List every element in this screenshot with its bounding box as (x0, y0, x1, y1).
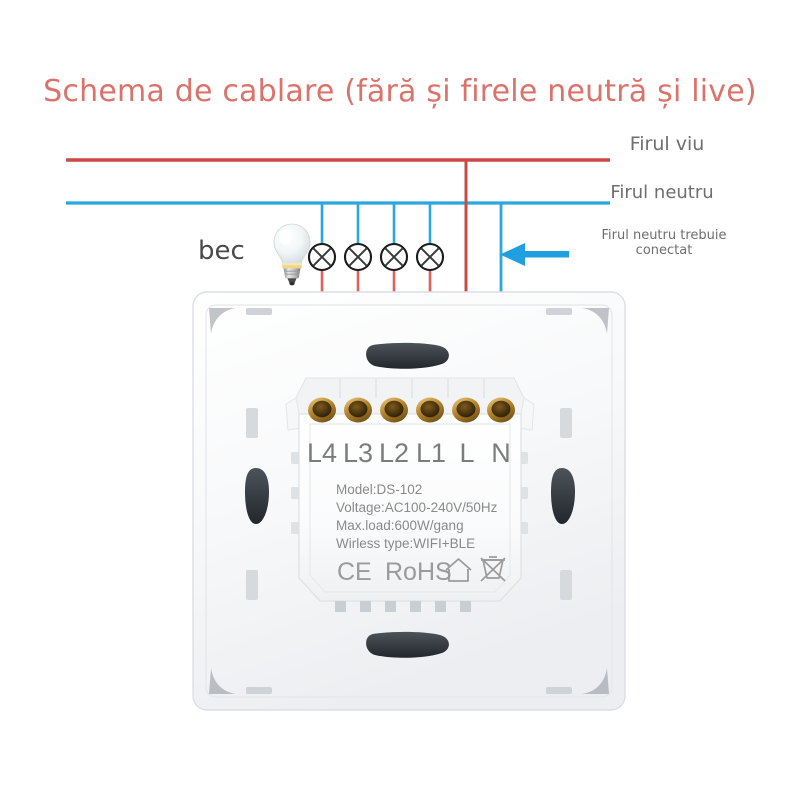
spec-line-maxload: Max.load:600W/gang (336, 518, 464, 533)
terminal-label-L: L (459, 438, 474, 468)
mounting-claw-bottom (366, 631, 449, 658)
page-title: Schema de cablare (fără și firele neutră… (43, 74, 757, 109)
mount-slot-right-top (560, 408, 572, 438)
inner-tick-left-2 (291, 487, 300, 499)
terminal-label-L1: L1 (416, 438, 446, 468)
corner-notch-top-right (582, 308, 609, 334)
lamp-1 (307, 242, 337, 272)
lamp-3 (379, 242, 409, 272)
terminal-screw-L3 (344, 397, 372, 423)
light-bulb-icon (273, 223, 311, 286)
mount-slot-right-bottom (560, 570, 572, 600)
mounting-claw-right (551, 468, 575, 524)
edge-tab-bottom-left (246, 687, 272, 694)
mount-slot-left-bottom (246, 570, 258, 600)
terminal-screw-L (452, 397, 480, 423)
terminal-screw-L1 (416, 397, 444, 423)
lamp-2 (343, 242, 373, 272)
terminal-screw-L4 (308, 397, 336, 423)
mounting-claw-left (245, 468, 269, 524)
ce-mark-text: CE (337, 558, 372, 586)
edge-tab-bottom-right (546, 687, 572, 694)
terminal-screw-N (487, 397, 515, 423)
lamp-4 (415, 242, 445, 272)
module-pin-2 (360, 601, 371, 612)
mount-slot-left-top (246, 408, 258, 438)
corner-notch-bottom-left (209, 668, 236, 694)
corner-notch-top-left (209, 308, 236, 334)
terminal-screw-L2 (380, 397, 408, 423)
bulb-label: bec (198, 236, 245, 266)
module-pin-1 (335, 601, 346, 612)
terminal-label-L2: L2 (379, 438, 409, 468)
terminal-label-N: N (491, 438, 511, 468)
terminal-label-L4: L4 (307, 438, 337, 468)
edge-tab-top-right (546, 308, 572, 315)
spec-line-voltage: Voltage:AC100-240V/50Hz (336, 500, 498, 515)
terminal-label-L3: L3 (343, 438, 373, 468)
mounting-claw-top (366, 342, 449, 369)
spec-line-wireless: Wirless type:WIFI+BLE (336, 536, 475, 551)
module-pin-3 (385, 601, 396, 612)
corner-notch-bottom-right (582, 668, 609, 694)
module-pin-6 (460, 601, 471, 612)
inner-tick-left-3 (291, 522, 300, 534)
spec-line-model: Model:DS-102 (336, 482, 422, 497)
module-pin-4 (410, 601, 421, 612)
neutral-wire-label: Firul neutru (610, 182, 714, 203)
crossed-out-bin-icon (480, 556, 506, 582)
inner-tick-left-1 (291, 452, 300, 464)
edge-tab-top-left (246, 308, 272, 315)
arrow-left-icon (500, 243, 569, 266)
neutral-note-label: Firul neutru trebuie conectat (601, 228, 727, 259)
live-wire-label: Firul viu (629, 133, 705, 155)
rohs-mark-text: RoHS (385, 558, 452, 586)
module-pin-5 (435, 601, 446, 612)
house-icon (445, 558, 472, 582)
